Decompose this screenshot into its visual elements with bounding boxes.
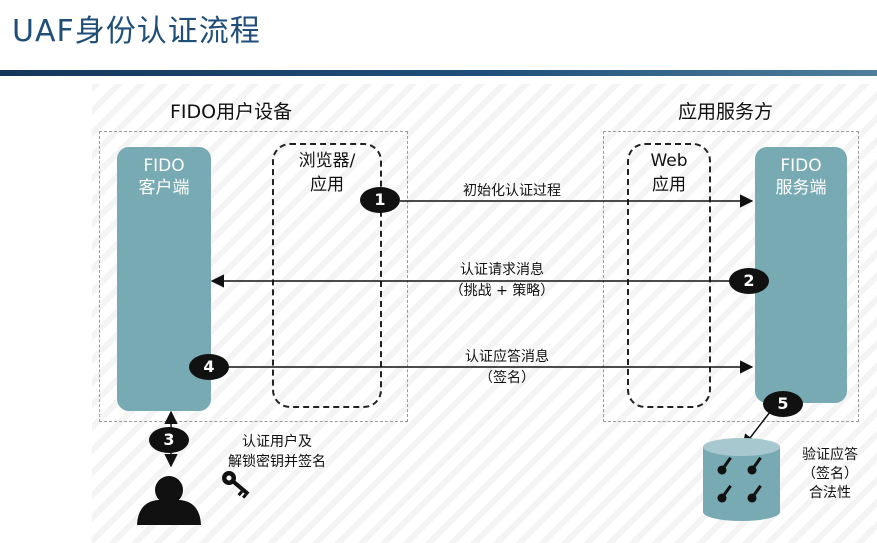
- browser-app-line2: 应用: [310, 175, 344, 195]
- page-title: UAF身份认证流程: [12, 14, 261, 49]
- step3-note-line1: 认证用户及: [242, 434, 312, 450]
- user-icon: [137, 476, 201, 525]
- database-icon: [703, 438, 780, 521]
- step3-note-line2: 解锁密钥并签名: [228, 454, 326, 470]
- message-step1-line1: 初始化认证过程: [463, 183, 561, 199]
- fido-server-line1: FIDO: [780, 156, 822, 176]
- user-device-group: [99, 131, 408, 422]
- step5-badge: 5: [763, 391, 803, 417]
- fido-client-line1: FIDO: [143, 156, 185, 176]
- step5-note-line1: 验证应答: [802, 447, 858, 463]
- web-app-line1: Web: [650, 151, 688, 171]
- browser-app: 浏览器/ 应用: [272, 143, 382, 408]
- step2-badge: 2: [729, 268, 769, 294]
- step1-badge: 1: [360, 187, 400, 213]
- relying-party-group: [603, 131, 859, 422]
- message-step1: 初始化认证过程: [432, 180, 592, 200]
- step5-note-line2: （签名）: [802, 466, 858, 482]
- web-app: Web 应用: [627, 143, 711, 408]
- fido-client-line2: 客户端: [138, 178, 190, 198]
- message-step2: 认证请求消息 （挑战 + 策略）: [422, 260, 582, 302]
- message-step4: 认证应答消息 （签名）: [427, 347, 587, 389]
- user-device-label: FIDO用户设备: [170, 101, 293, 123]
- browser-app-line1: 浏览器/: [298, 151, 356, 171]
- message-step4-line1: 认证应答消息: [465, 349, 549, 365]
- fido-server: FIDO 服务端: [755, 147, 847, 403]
- step5-note: 验证应答 （签名） 合法性: [790, 446, 870, 503]
- message-step4-line2: （签名）: [479, 370, 535, 386]
- message-step2-line1: 认证请求消息: [460, 262, 544, 278]
- step3-note: 认证用户及 解锁密钥并签名: [212, 432, 342, 472]
- message-step2-line2: （挑战 + 策略）: [449, 283, 555, 299]
- step4-badge: 4: [189, 354, 229, 380]
- title-divider: [0, 70, 877, 76]
- key-icon: [222, 471, 250, 499]
- step3-badge: 3: [149, 427, 189, 453]
- step5-note-line3: 合法性: [809, 485, 851, 501]
- relying-party-label: 应用服务方: [678, 101, 774, 123]
- web-app-line2: 应用: [652, 175, 686, 195]
- fido-server-line2: 服务端: [775, 178, 827, 198]
